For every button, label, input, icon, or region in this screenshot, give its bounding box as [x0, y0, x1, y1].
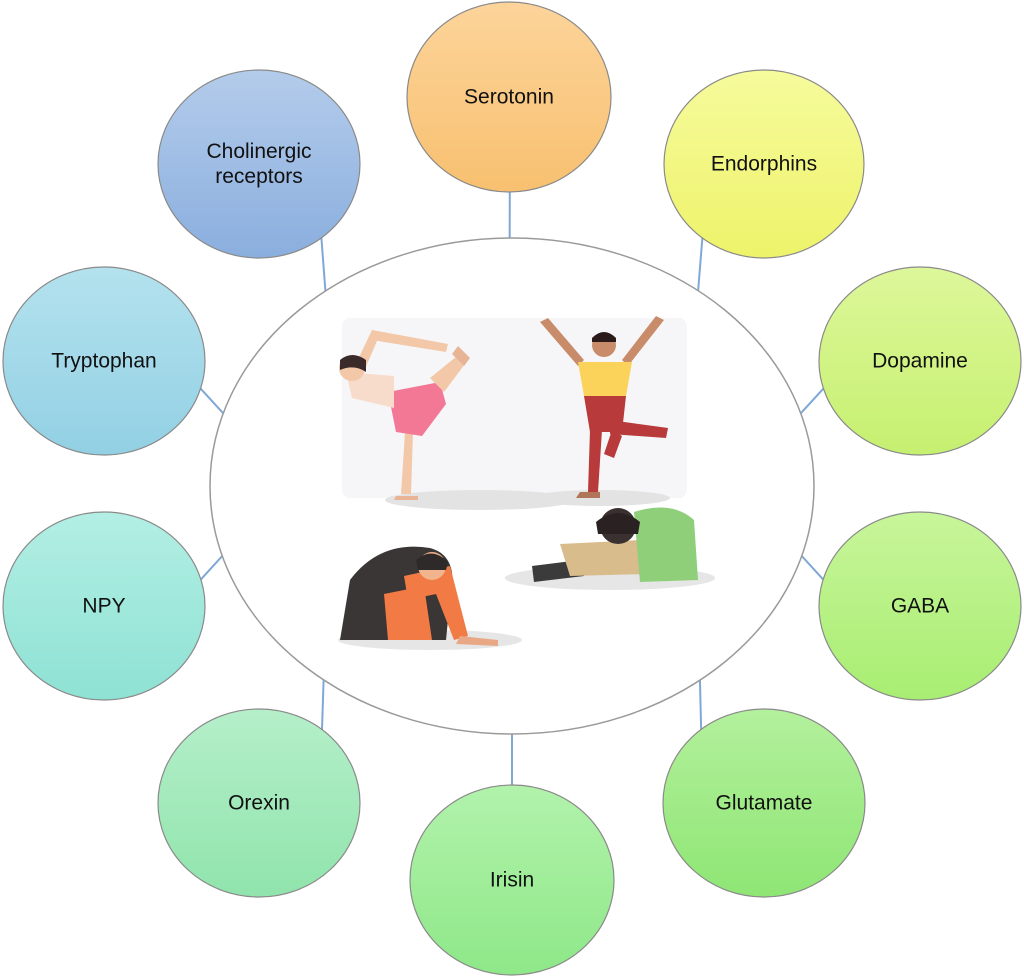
node-label-serotonin: Serotonin — [464, 86, 554, 109]
node-glutamate: Glutamate — [662, 708, 866, 898]
node-dopamine: Dopamine — [818, 266, 1022, 456]
node-label-gaba: GABA — [891, 595, 949, 618]
yoga-figure-bow-pose — [339, 330, 575, 510]
node-label-tryptophan: Tryptophan — [51, 350, 156, 373]
node-orexin: Orexin — [157, 708, 361, 898]
node-endorphins: Endorphins — [663, 69, 865, 259]
node-circle-dopamine — [818, 266, 1022, 456]
node-irisin: Irisin — [409, 784, 615, 976]
yoga-figure-tree-pose — [530, 316, 670, 506]
node-label-npy: NPY — [82, 595, 125, 618]
node-circle-irisin — [409, 784, 615, 976]
sad-figure-long-hair — [338, 546, 522, 650]
connector-dopamine — [800, 387, 825, 415]
connector-gaba — [800, 555, 824, 581]
node-label-orexin: Orexin — [228, 792, 290, 815]
node-gaba: GABA — [818, 511, 1022, 701]
node-circle-npy — [2, 511, 206, 701]
connector-endorphins — [697, 237, 704, 291]
node-circle-cholinergic-receptors — [157, 69, 361, 259]
node-circle-orexin — [157, 708, 361, 898]
node-circle-glutamate — [662, 708, 866, 898]
node-label-endorphins: Endorphins — [711, 153, 817, 176]
node-circle-endorphins — [663, 69, 865, 259]
central-illustration — [338, 316, 715, 650]
connector-cholinergic-receptors — [320, 237, 327, 292]
node-label-irisin: Irisin — [490, 869, 534, 892]
connector-npy — [200, 555, 224, 581]
node-serotonin: Serotonin — [406, 1, 612, 193]
node-circle-tryptophan — [2, 266, 206, 456]
node-label-dopamine: Dopamine — [872, 350, 968, 373]
connector-lines — [199, 191, 825, 785]
node-npy: NPY — [2, 511, 206, 701]
node-circle-gaba — [818, 511, 1022, 701]
connector-orexin — [321, 679, 325, 730]
sad-figure-hoodie — [505, 507, 715, 590]
node-circle-serotonin — [406, 1, 612, 193]
node-label-cholinergic-receptors-line-1: Cholinergic — [206, 140, 311, 163]
connector-tryptophan — [199, 387, 224, 415]
node-label-glutamate: Glutamate — [716, 792, 813, 815]
connector-glutamate — [698, 680, 703, 730]
node-label-cholinergic-receptors-line-2: receptors — [215, 165, 303, 188]
node-tryptophan: Tryptophan — [2, 266, 206, 456]
